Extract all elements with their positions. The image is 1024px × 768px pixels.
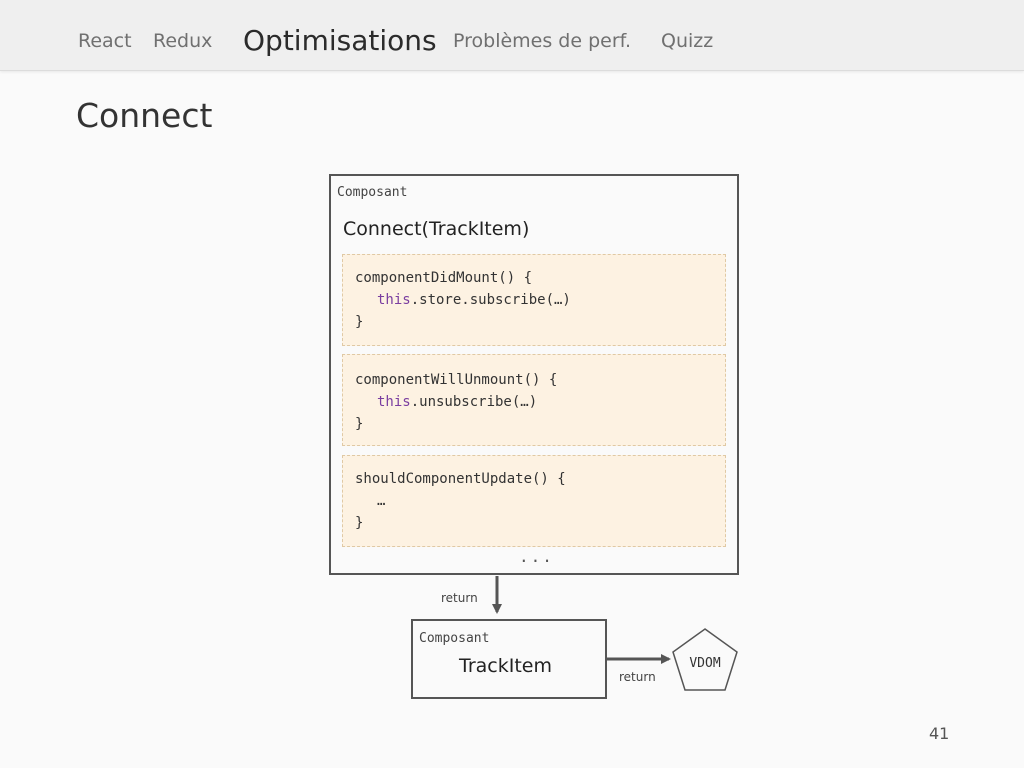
nav-item-quizz[interactable]: Quizz [661, 30, 714, 52]
nav-item-redux[interactable]: Redux [153, 30, 213, 52]
more-methods-ellipsis: ... [519, 547, 554, 566]
code-line: … [377, 493, 385, 509]
code-line: shouldComponentUpdate() { [355, 471, 566, 487]
code-line: } [355, 314, 364, 330]
return-label-1: return [441, 591, 478, 605]
code-text: .store.subscribe(…) [410, 292, 571, 308]
method-box-component-will-unmount: componentWillUnmount() { this.unsubscrib… [342, 354, 726, 446]
trackitem-component-box [411, 619, 607, 699]
page-number: 41 [929, 724, 950, 743]
code-line: componentWillUnmount() { [355, 372, 558, 388]
vdom-label: VDOM [689, 656, 720, 671]
outer-component-type-label: Composant [337, 185, 408, 200]
code-text: .unsubscribe(…) [410, 394, 538, 410]
method-box-component-did-mount: componentDidMount() { this.store.subscri… [342, 254, 726, 346]
code-keyword: this [377, 292, 411, 308]
code-line: } [355, 416, 364, 432]
code-text: … [377, 493, 386, 509]
code-line: this.unsubscribe(…) [377, 394, 537, 410]
code-line: } [355, 515, 364, 531]
top-navbar: React Redux Optimisations Problèmes de p… [0, 0, 1024, 71]
code-keyword: this [377, 394, 411, 410]
inner-component-type-label: Composant [419, 631, 490, 646]
nav-item-react[interactable]: React [78, 30, 132, 52]
code-line: componentDidMount() { [355, 270, 533, 286]
outer-component-name: Connect(TrackItem) [343, 218, 530, 240]
vdom-pentagon [672, 628, 738, 691]
nav-item-optimisations[interactable]: Optimisations [243, 24, 437, 57]
nav-item-problemes-de-perf[interactable]: Problèmes de perf. [453, 30, 632, 52]
slide-title: Connect [76, 96, 213, 135]
inner-component-name: TrackItem [459, 655, 552, 677]
return-label-2: return [619, 670, 656, 684]
code-line: this.store.subscribe(…) [377, 292, 571, 308]
method-box-should-component-update: shouldComponentUpdate() { … } [342, 455, 726, 547]
